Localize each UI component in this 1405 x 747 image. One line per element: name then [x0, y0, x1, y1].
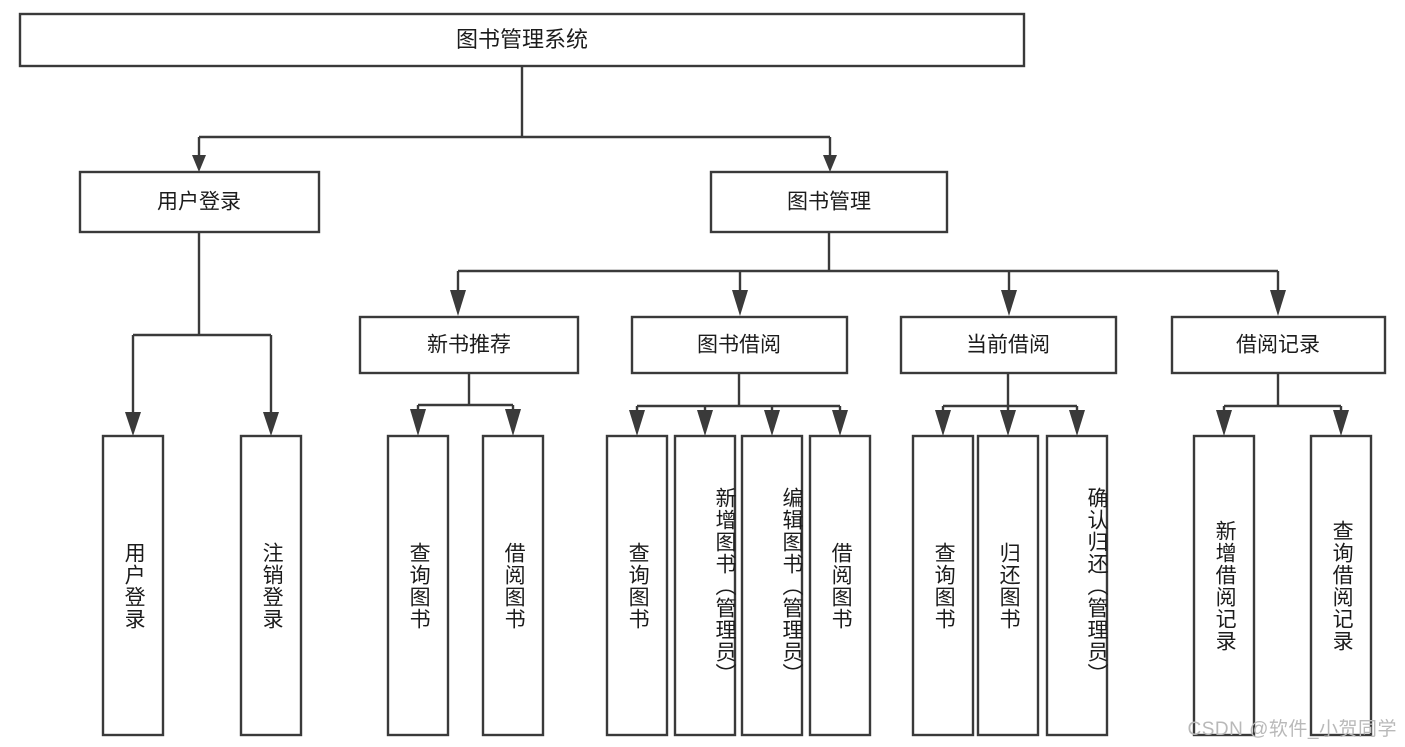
- watermark-text: CSDN @软件_小贺同学: [1187, 719, 1397, 740]
- node-user-login[interactable]: 用户登录: [78, 170, 321, 234]
- leaf-user-login-box[interactable]: [101, 434, 165, 737]
- arrow-head-icon: [1001, 290, 1017, 316]
- node-user-login-box[interactable]: [78, 170, 321, 234]
- leaf-borrow-book-2-box[interactable]: [808, 434, 872, 737]
- node-book-manage-label: 图书管理: [787, 191, 871, 214]
- arrow-head-icon: [823, 155, 837, 172]
- arrow-head-icon: [629, 410, 645, 436]
- node-current-borrow[interactable]: 当前借阅: [899, 315, 1118, 375]
- arrow-head-icon: [1216, 410, 1232, 436]
- node-book-manage[interactable]: 图书管理: [709, 170, 949, 234]
- node-root-box[interactable]: [18, 12, 1026, 68]
- connector-current-borrow-to-leaves: [935, 373, 1085, 436]
- arrow-head-icon: [1000, 410, 1016, 436]
- node-book-borrow-label: 图书借阅: [697, 334, 781, 357]
- node-new-book-recommend-box[interactable]: [358, 315, 580, 375]
- node-new-book-recommend-label: 新书推荐: [427, 334, 511, 357]
- leaf-borrow-book-1-box[interactable]: [481, 434, 545, 737]
- arrow-head-icon: [1069, 410, 1085, 436]
- connector-root-to-level1: [192, 66, 837, 172]
- node-user-login-label: 用户登录: [157, 191, 241, 214]
- leaf-add-book-box[interactable]: [673, 434, 737, 737]
- connector-user-login-to-leaves: [125, 232, 279, 436]
- node-borrow-record-label: 借阅记录: [1236, 334, 1320, 357]
- node-current-borrow-box[interactable]: [899, 315, 1118, 375]
- connector-book-manage-to-level2: [450, 232, 1286, 316]
- leaf-add-record-box[interactable]: [1192, 434, 1256, 737]
- arrow-head-icon: [505, 409, 521, 436]
- node-book-borrow[interactable]: 图书借阅: [630, 315, 849, 375]
- arrow-head-icon: [192, 155, 206, 172]
- arrow-head-icon: [1270, 290, 1286, 316]
- leaf-query-record-box[interactable]: [1309, 434, 1373, 737]
- leaf-query-book-3-box[interactable]: [911, 434, 975, 737]
- leaf-return-book-box[interactable]: [976, 434, 1040, 737]
- arrow-head-icon: [732, 290, 748, 316]
- arrow-head-icon: [450, 290, 466, 316]
- arrow-head-icon: [764, 410, 780, 436]
- leaf-query-book-1-box[interactable]: [386, 434, 450, 737]
- node-new-book-recommend[interactable]: 新书推荐: [358, 315, 580, 375]
- connector-borrow-record-to-leaves: [1216, 373, 1349, 436]
- node-borrow-record[interactable]: 借阅记录: [1170, 315, 1387, 375]
- arrow-head-icon: [832, 410, 848, 436]
- leaf-boxes-group: [101, 434, 1373, 737]
- leaf-logout-login-box[interactable]: [239, 434, 303, 737]
- arrow-head-icon: [935, 410, 951, 436]
- connector-new-book-recommend-to-leaves: [410, 373, 521, 436]
- arrow-head-icon: [410, 409, 426, 436]
- arrow-head-icon: [263, 412, 279, 436]
- leaf-confirm-return-box[interactable]: [1045, 434, 1109, 737]
- leaf-query-book-2-box[interactable]: [605, 434, 669, 737]
- arrow-head-icon: [697, 410, 713, 436]
- arrow-head-icon: [1333, 410, 1349, 436]
- node-root-label: 图书管理系统: [456, 27, 588, 52]
- connector-book-borrow-to-leaves: [629, 373, 848, 436]
- node-root[interactable]: 图书管理系统: [18, 12, 1026, 68]
- node-current-borrow-label: 当前借阅: [966, 334, 1050, 357]
- arrow-head-icon: [125, 412, 141, 436]
- leaf-edit-book-box[interactable]: [740, 434, 804, 737]
